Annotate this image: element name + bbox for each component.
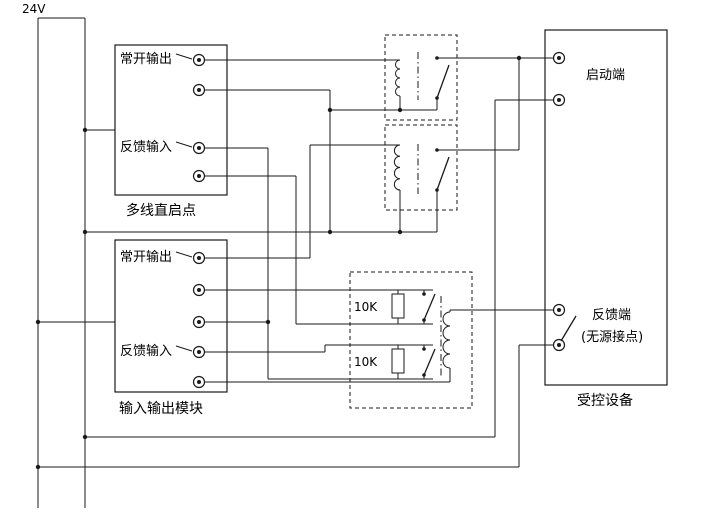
module1-terminal-1 bbox=[192, 53, 206, 67]
junction-dot bbox=[327, 229, 333, 235]
junction-dot bbox=[82, 127, 88, 133]
device-start-label: 启动端 bbox=[586, 68, 625, 83]
device-feedback-note: (无源接点) bbox=[581, 329, 643, 345]
monitor-coil bbox=[442, 311, 451, 369]
junction-dot bbox=[397, 229, 403, 235]
resistor2-label: 10K bbox=[354, 355, 378, 369]
junction-dot bbox=[82, 229, 88, 235]
module2-caption: 输入输出模块 bbox=[119, 401, 203, 417]
junction-dot bbox=[327, 107, 333, 113]
monitor-switch1-blade bbox=[423, 293, 436, 321]
module2-no-output-label: 常开输出 bbox=[120, 249, 172, 265]
relay1-contact-top bbox=[435, 56, 439, 60]
device-caption: 受控设备 bbox=[577, 392, 633, 409]
supply-voltage-label: 24V bbox=[22, 2, 46, 16]
monitor-resistor-2 bbox=[391, 348, 405, 374]
module2-no-output-leader bbox=[175, 251, 193, 258]
device-box bbox=[544, 29, 668, 386]
monitor-contact1-top bbox=[422, 292, 426, 296]
module1-terminal-4 bbox=[192, 169, 206, 183]
module1-terminal-2 bbox=[192, 83, 206, 97]
resistor1-label: 10K bbox=[354, 300, 378, 314]
relay1-dashed-box bbox=[384, 34, 458, 121]
monitor-contact2-top bbox=[422, 347, 426, 351]
monitor-resistor-1 bbox=[391, 293, 405, 319]
device-feedback-terminal-2 bbox=[552, 338, 566, 352]
module1-caption: 多线直启点 bbox=[126, 202, 196, 219]
device-feedback-switch-blade bbox=[560, 315, 577, 342]
relay2-contact-top bbox=[435, 148, 439, 152]
relay1-coil bbox=[395, 59, 401, 97]
module2-terminal-1 bbox=[192, 251, 206, 265]
module1-terminal-3 bbox=[192, 141, 206, 155]
device-start-terminal-1 bbox=[552, 51, 566, 65]
device-feedback-terminal-1 bbox=[552, 303, 566, 317]
device-start-terminal-2 bbox=[552, 93, 566, 107]
module2-terminal-3 bbox=[192, 315, 206, 329]
junction-dot bbox=[82, 434, 88, 440]
junction-dot bbox=[35, 464, 41, 470]
module2-terminal-5 bbox=[192, 375, 206, 389]
monitor-switch2-blade bbox=[423, 348, 436, 376]
module1-no-output-label: 常开输出 bbox=[120, 51, 172, 67]
monitor-dashed-box bbox=[349, 271, 473, 409]
junction-dot bbox=[516, 55, 522, 61]
relay1-switch-blade bbox=[436, 64, 450, 99]
module2-terminal-4 bbox=[192, 345, 206, 359]
junction-dot bbox=[265, 319, 271, 325]
module2-feedback-leader bbox=[175, 345, 193, 352]
module1-no-output-leader bbox=[175, 53, 193, 60]
module2-terminal-2 bbox=[192, 283, 206, 297]
module2-box bbox=[114, 239, 228, 393]
device-feedback-label: 反馈端 bbox=[592, 308, 631, 323]
module1-feedback-leader bbox=[175, 141, 193, 148]
wire-net bbox=[38, 17, 553, 468]
relay2-switch-blade bbox=[436, 156, 450, 191]
junction-dots bbox=[35, 55, 522, 470]
relay2-dashed-box bbox=[384, 124, 458, 211]
module1-box bbox=[114, 44, 228, 196]
junction-dot bbox=[35, 319, 41, 325]
module1-feedback-label: 反馈输入 bbox=[120, 139, 172, 155]
module2-feedback-label: 反馈输入 bbox=[120, 343, 172, 359]
junction-dot bbox=[397, 107, 403, 113]
relay2-coil bbox=[393, 144, 401, 191]
